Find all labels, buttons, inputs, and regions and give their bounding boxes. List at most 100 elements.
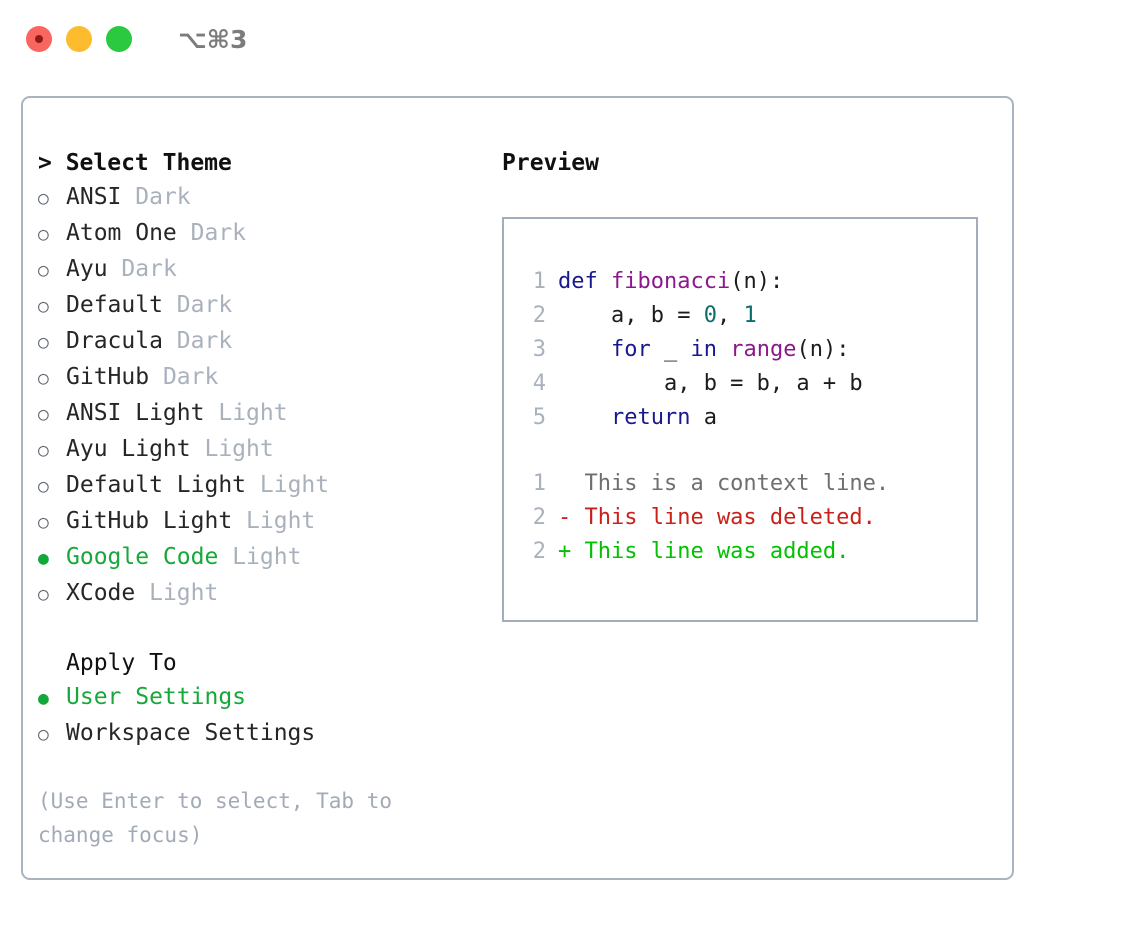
theme-option-name: GitHub Light (66, 508, 233, 534)
theme-option-row[interactable]: ○ANSI Dark (38, 180, 488, 216)
theme-option-row[interactable]: ○ Default Dark (38, 288, 488, 324)
theme-option-row[interactable]: ○ Ayu Light Light (38, 432, 488, 468)
theme-option-space (204, 396, 218, 430)
code-token: (n): (796, 337, 850, 362)
code-token (717, 337, 730, 362)
line-content: - This line was deleted. (558, 501, 876, 535)
line-number: 2 (532, 505, 546, 530)
theme-option-tag: Light (259, 472, 330, 498)
line-number: 3 (532, 337, 546, 362)
maximize-button-icon[interactable] (106, 26, 132, 52)
line-content: def fibonacci(n): (558, 265, 783, 299)
code-token: (n): (730, 269, 784, 294)
theme-option-space (135, 576, 149, 610)
theme-option-row[interactable]: ○ GitHub Light Light (38, 504, 488, 540)
line-number: 1 (532, 471, 546, 496)
code-line: 4 a, b = b, a + b (516, 367, 976, 401)
select-theme-header: > Select Theme (38, 150, 232, 176)
code-token: in (690, 337, 717, 362)
theme-option-row[interactable]: ○ Atom One Dark (38, 216, 488, 252)
line-content: This is a context line. (558, 467, 889, 501)
code-token: range (730, 337, 797, 362)
theme-option-name: ANSI (66, 184, 122, 210)
radio-unselected-icon: ○ (38, 224, 49, 245)
theme-option-row[interactable]: ●Google Code Light (38, 540, 488, 576)
apply-to-option-name: Workspace Settings (66, 720, 316, 746)
code-token (558, 405, 611, 430)
theme-option-space (121, 180, 135, 214)
code-token: for (610, 337, 651, 362)
theme-option-row[interactable]: ○Ayu Dark (38, 252, 488, 288)
code-token: 1 (743, 303, 757, 328)
radio-unselected-icon: ○ (38, 724, 49, 745)
theme-option-row[interactable]: ○ ANSI Light Light (38, 396, 488, 432)
diff-line: 2 - This line was deleted. (516, 501, 976, 535)
theme-option-name: XCode (66, 580, 136, 606)
theme-option-tag: Light (246, 508, 316, 534)
apply-to-option-row[interactable]: ●User Settings (38, 680, 488, 716)
diff-line: 2 + This line was added. (516, 535, 976, 569)
theme-option-name: Default (66, 292, 163, 318)
theme-option-name: GitHub (66, 364, 150, 390)
theme-option-tag: Dark (190, 220, 247, 246)
theme-option-tag: Light (204, 436, 274, 462)
line-content: + This line was added. (558, 535, 849, 569)
radio-unselected-icon: ○ (38, 512, 49, 533)
code-line: 5 return a (516, 401, 976, 435)
keyboard-hint-text: (Use Enter to select, Tab to change focu… (38, 789, 393, 847)
radio-unselected-icon: ○ (38, 368, 49, 389)
radio-unselected-icon: ○ (38, 404, 49, 425)
radio-unselected-icon: ○ (38, 332, 49, 353)
theme-option-row[interactable]: ○Default Light Light (38, 468, 488, 504)
theme-option-space (232, 504, 246, 538)
theme-list: ○ANSI Dark○Atom One Dark○Ayu Dark○Defaul… (38, 180, 488, 612)
theme-option-space (163, 324, 177, 358)
code-token: _ (650, 337, 691, 362)
theme-option-tag: Dark (176, 328, 233, 354)
radio-unselected-icon: ○ (38, 440, 49, 461)
line-number: 5 (532, 405, 546, 430)
theme-option-space (191, 432, 205, 466)
radio-unselected-icon: ○ (38, 476, 49, 497)
line-content: return a (558, 401, 717, 435)
theme-option-row[interactable]: ○XCode Light (38, 576, 488, 612)
theme-option-name: Ayu Light (66, 436, 191, 462)
preview-title: Preview (502, 150, 599, 176)
line-number: 4 (532, 371, 546, 396)
theme-option-name: ANSI Light (66, 400, 205, 426)
theme-option-tag: Dark (176, 292, 233, 318)
theme-option-tag: Light (218, 400, 288, 426)
theme-option-space (218, 540, 232, 574)
theme-option-name: Ayu (66, 256, 108, 282)
code-token: def (558, 269, 611, 294)
radio-unselected-icon: ○ (38, 296, 49, 317)
code-line: 3 for _ in range(n): (516, 333, 976, 367)
code-line: 2 a, b = 0, 1 (516, 299, 976, 333)
code-token: a, b = (558, 303, 704, 328)
theme-option-name: Dracula (66, 328, 163, 354)
theme-option-row[interactable]: ○ Dracula Dark (38, 324, 488, 360)
theme-option-space (177, 216, 191, 250)
dialog-card: > Select Theme ○ANSI Dark○Atom One Dark○… (21, 96, 1014, 880)
line-number: 2 (532, 303, 546, 328)
apply-to-option-row[interactable]: ○ Workspace Settings (38, 716, 488, 752)
theme-option-space (149, 360, 163, 394)
line-content: a, b = b, a + b (558, 367, 863, 401)
code-token: a, b = b, a + b (558, 371, 863, 396)
radio-unselected-icon: ○ (38, 584, 49, 605)
theme-option-name: Atom One (66, 220, 177, 246)
theme-option-row[interactable]: ○GitHub Dark (38, 360, 488, 396)
line-number: 2 (532, 539, 546, 564)
theme-option-space (163, 288, 177, 322)
theme-option-tag: Light (232, 544, 302, 570)
apply-to-list: ●User Settings ○ Workspace Settings (38, 680, 488, 752)
radio-selected-icon: ● (38, 548, 49, 569)
diff-block: 1 This is a context line. 2 - This line wa… (516, 467, 976, 569)
minimize-button-icon[interactable] (66, 26, 92, 52)
close-button-icon[interactable] (26, 26, 52, 52)
code-token: This is a context line. (558, 471, 890, 496)
code-token: - This line was deleted. (558, 505, 876, 530)
